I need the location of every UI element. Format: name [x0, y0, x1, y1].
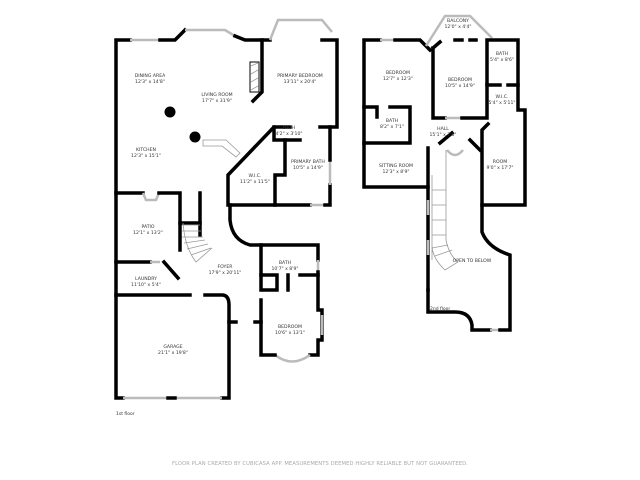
room-label-wic: W.I.C.11'2" x 11'5": [240, 174, 270, 186]
room-size: 13'11" x 20'4": [283, 80, 317, 85]
room-name: BEDROOM: [386, 71, 410, 76]
room-name: PRIMARY BEDROOM: [277, 74, 323, 79]
room-size: 12'7" x 12'3": [383, 77, 413, 82]
room-size: 10'5" x 14'9": [445, 84, 475, 89]
room-name: W.I.C.: [495, 95, 509, 100]
room-name: OPEN TO BELOW: [452, 259, 492, 264]
room-size: 17'7" x 31'9": [202, 99, 232, 104]
room-name: W.I.C.: [248, 174, 262, 179]
first-floor-walls: [114, 18, 339, 400]
floor-label-2nd: 2nd floor: [430, 307, 451, 312]
room-name: LIVING ROOM: [201, 93, 233, 98]
room-size: 12'3" x 14'8": [135, 80, 165, 85]
room-size: 10'7" x 8'9": [271, 267, 299, 272]
room-name: BEDROOM: [278, 325, 302, 330]
room-size: 8'2" x 7'1": [379, 125, 405, 130]
room-size: 15'1" x 7'6": [429, 133, 457, 138]
room-name: BALCONY: [447, 19, 469, 24]
room-size: 21'1" x 19'8": [158, 351, 188, 356]
room-name: BATH: [282, 126, 296, 131]
room-size: 10'6" x 13'1": [275, 331, 305, 336]
room-name: KITCHEN: [136, 148, 156, 153]
floor-label-1st: 1st floor: [116, 412, 135, 417]
room-size: 9'0" x 17'7": [486, 166, 514, 171]
room-name: HALL: [437, 127, 449, 132]
room-name: LAUNDRY: [135, 277, 157, 282]
room-size: 12'0" x 4'4": [444, 25, 472, 30]
room-label-open-to-below: OPEN TO BELOW: [453, 259, 492, 265]
room-name: DINING AREA: [134, 74, 166, 79]
footer-disclaimer: FLOOR PLAN CREATED BY CUBICASA APP. MEAS…: [172, 461, 468, 467]
room-name: BATH: [278, 261, 292, 266]
room-size: 11'10" x 5'4": [131, 283, 161, 288]
room-name: SITTING ROOM: [379, 164, 413, 169]
room-name: BATH: [385, 119, 399, 124]
second-floor-walls: [362, 14, 527, 332]
room-size: 10'5" x 14'9": [293, 166, 323, 171]
room-name: GARAGE: [163, 345, 183, 350]
room-size: 12'3" x 8'9": [382, 170, 410, 175]
room-name: BEDROOM: [448, 78, 472, 83]
room-size: 12'1" x 13'2": [133, 231, 163, 236]
room-name: FOYER: [217, 265, 233, 270]
room-name: BATH: [495, 52, 509, 57]
room-name: ROOM: [492, 160, 508, 165]
room-size: 4'2" x 3'10": [275, 132, 303, 137]
room-size: 5'4" x 5'11": [488, 101, 516, 106]
room-size: 17'9" x 20'11": [208, 271, 242, 276]
room-size: 12'3" x 15'1": [131, 154, 161, 159]
room-name: PRIMARY BATH: [291, 160, 325, 165]
room-size: 11'2" x 11'5": [240, 180, 270, 185]
room-size: 5'4" x 8'6": [489, 58, 515, 63]
room-label-wic-upper: W.I.C.5'4" x 5'11": [488, 95, 515, 107]
room-name: PATIO: [141, 225, 155, 230]
